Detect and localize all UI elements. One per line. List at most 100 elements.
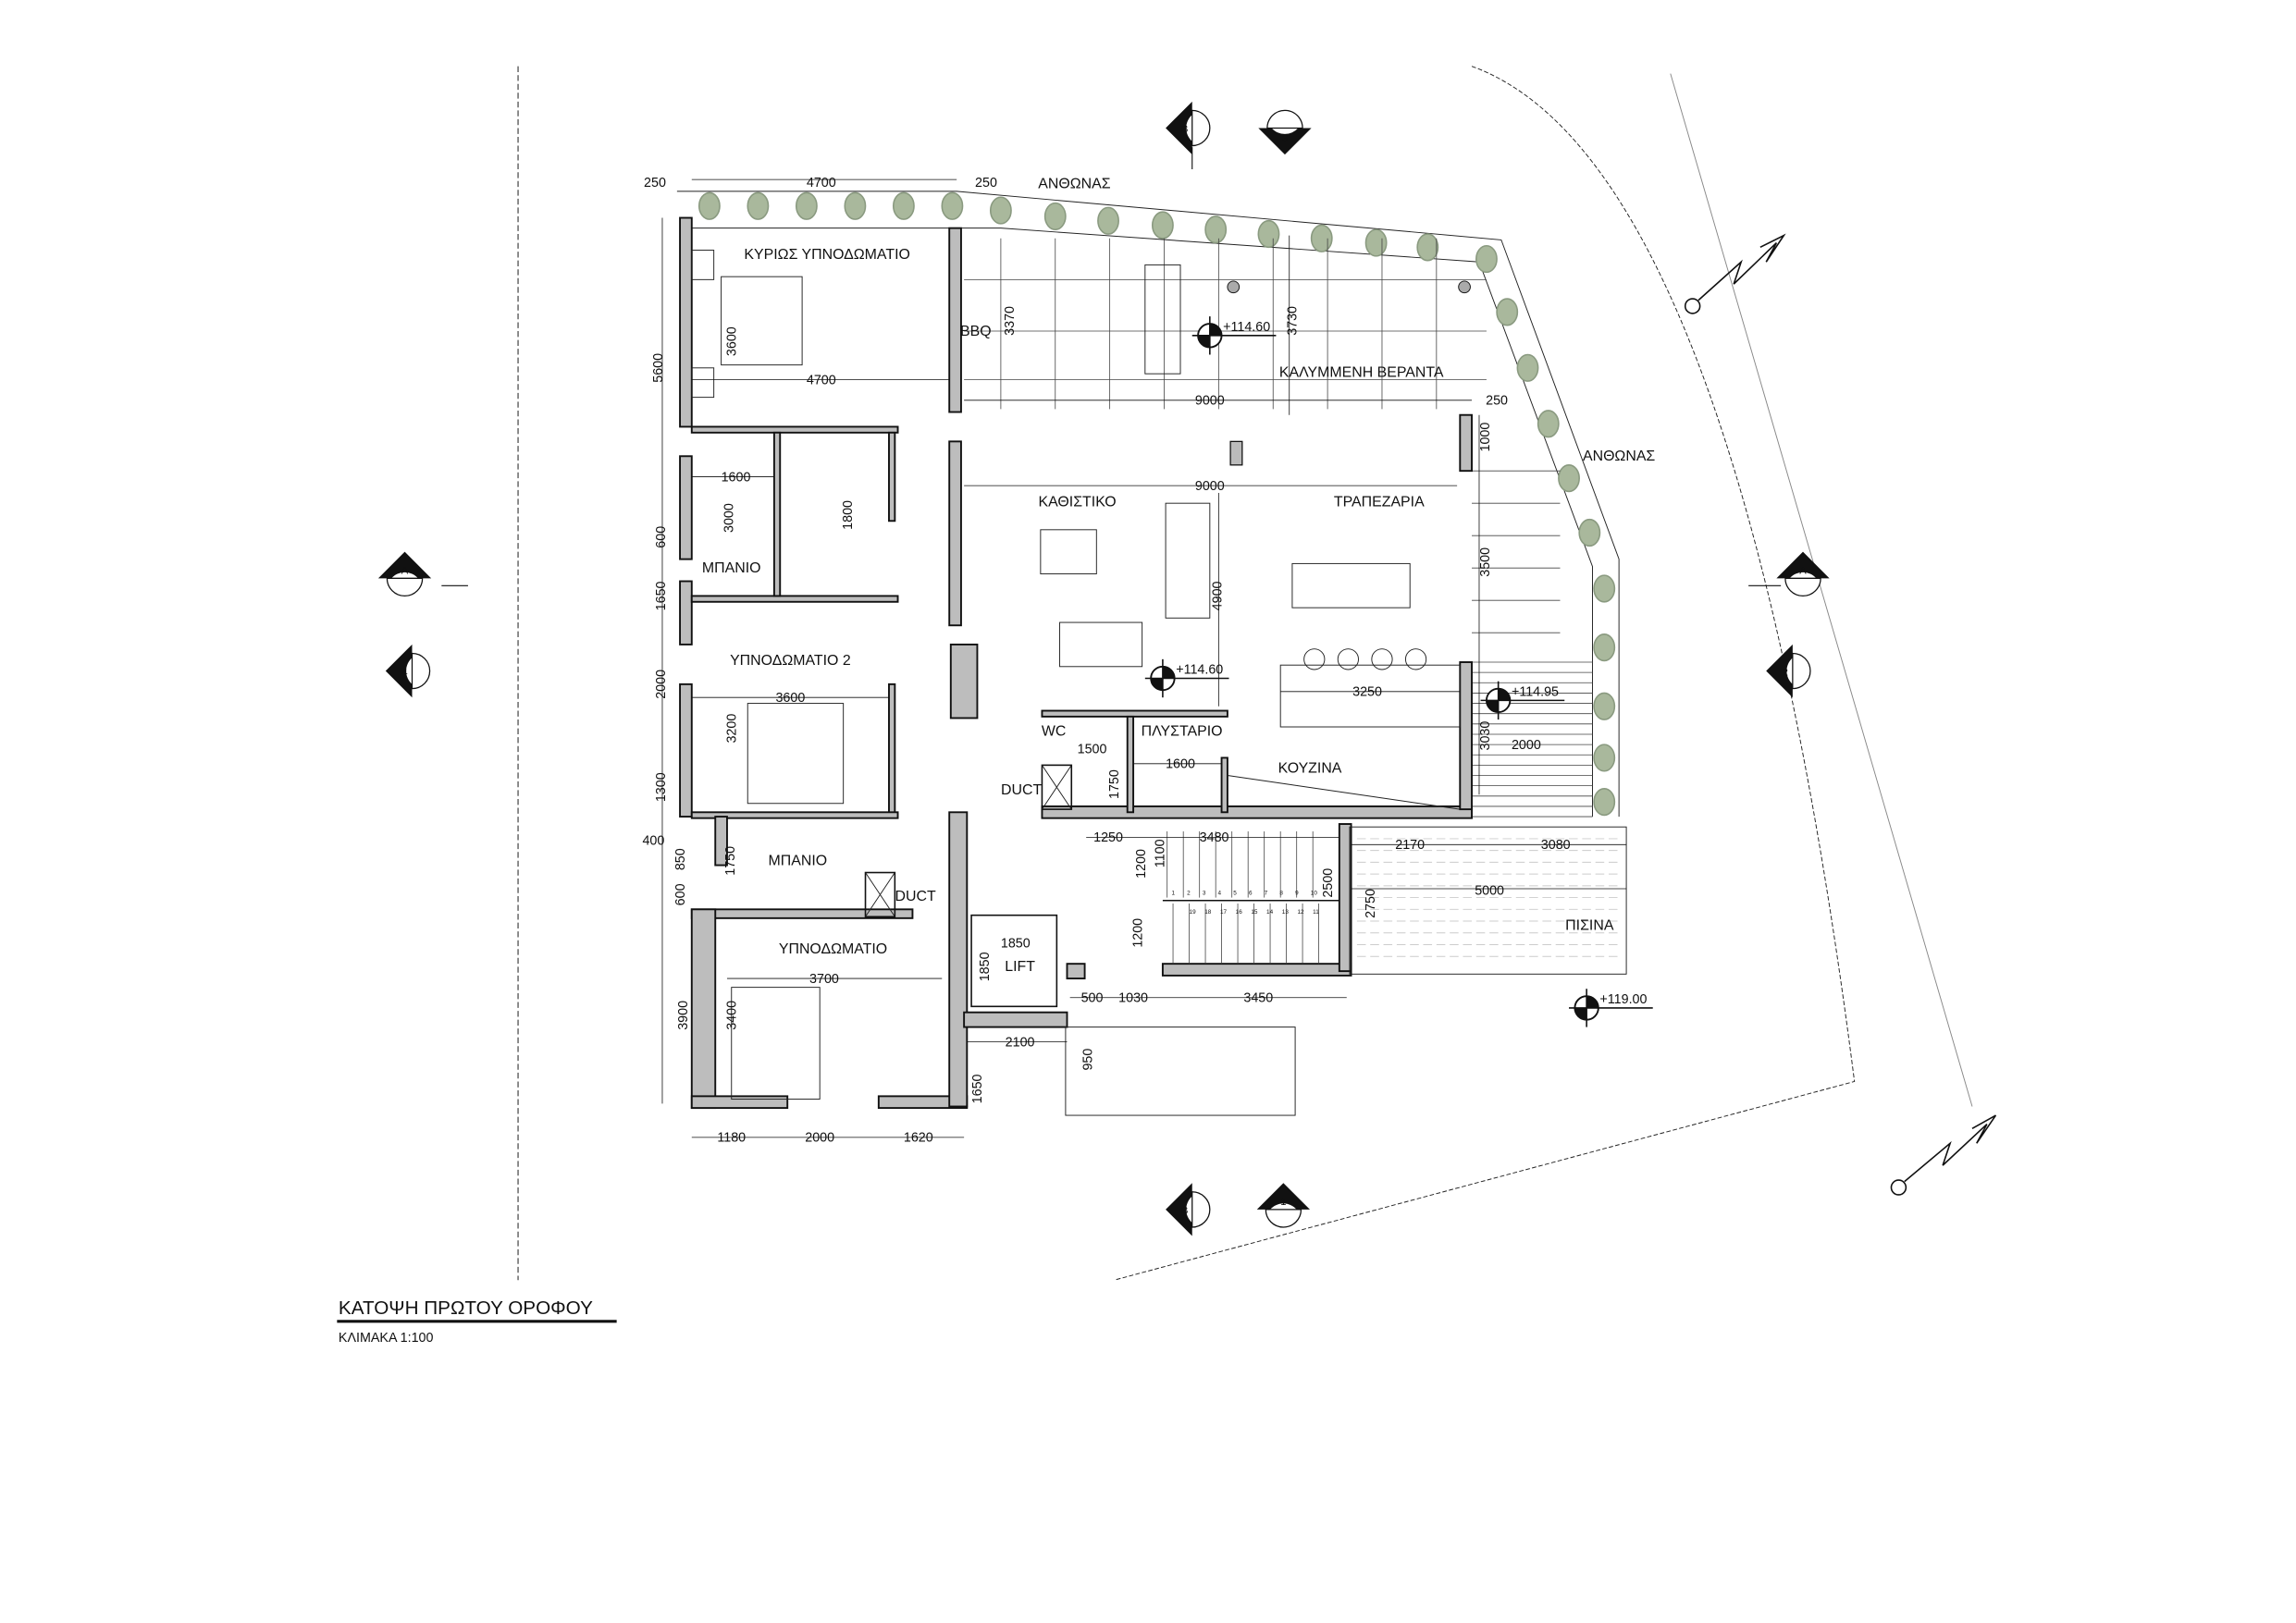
plant-icon <box>1364 228 1388 257</box>
north-arrow-icon <box>1684 233 1786 314</box>
dimension-label: 600 <box>654 526 669 548</box>
section-label: A <box>1799 566 1807 577</box>
dimension-label: 1200 <box>1134 849 1149 879</box>
section-marker-icon: 2 <box>1766 644 1811 698</box>
dimension-label: 1200 <box>1131 918 1146 948</box>
room-label-bbq: BBQ <box>960 324 992 339</box>
dimension-label: 3600 <box>775 691 805 706</box>
dimension-label: 1650 <box>654 581 669 610</box>
plant-icon <box>1593 633 1616 662</box>
dimension-label: 2100 <box>1006 1035 1035 1050</box>
plant-icon <box>1475 244 1498 274</box>
dimension-label: 1180 <box>717 1131 746 1146</box>
room-label-duct-2: DUCT <box>895 889 936 904</box>
level-marker-icon: +114.95 <box>1480 681 1565 720</box>
stair-number: 16 <box>1236 909 1243 916</box>
plant-icon <box>941 191 964 220</box>
plant-icon <box>1151 211 1174 240</box>
room-label-dining-room: ΤΡΑΠΕΖΑΡΙΑ <box>1334 494 1425 510</box>
room-label-bedroom-2: ΥΠΝΟΔΩΜΑΤΙΟ 2 <box>730 653 851 669</box>
plant-icon <box>1593 788 1616 817</box>
plant-icon <box>1558 464 1580 493</box>
dimension-label: 2000 <box>1512 738 1541 753</box>
dimension-label: 4700 <box>807 176 836 191</box>
dimension-label: 5000 <box>1475 883 1504 898</box>
plants <box>697 191 1616 817</box>
dimension-label: 1650 <box>970 1074 985 1103</box>
north-arrow-icon <box>1890 1114 1997 1196</box>
dimension-label: 1850 <box>1001 937 1031 952</box>
section-label: 3 <box>1282 133 1288 144</box>
site-boundary <box>517 66 1973 1281</box>
plant-icon <box>795 191 818 220</box>
dimension-label: 3250 <box>1352 685 1382 700</box>
plant-icon <box>697 191 721 220</box>
section-label: A <box>401 566 409 577</box>
plant-icon <box>892 191 915 220</box>
section-label: 2 <box>1783 667 1788 678</box>
stair-number: 2 <box>1187 890 1191 896</box>
dimension-label: 600 <box>673 883 688 905</box>
level-marker-icon: +114.60 <box>1191 316 1277 355</box>
room-label-bathroom-2: ΜΠΑΝΙΟ <box>769 854 828 869</box>
plant-icon <box>1516 353 1539 382</box>
stair-number: 1 <box>1171 890 1175 896</box>
stair-number: 10 <box>1311 890 1318 896</box>
plant-icon <box>1593 574 1616 603</box>
dimension-label: 5600 <box>651 353 666 383</box>
dimension-label: 1800 <box>841 500 856 530</box>
section-label: 4 <box>401 667 407 678</box>
dimension-label: 400 <box>642 833 664 848</box>
interior-lines <box>691 250 1627 1116</box>
plant-icon <box>1204 215 1228 244</box>
section-marker-icon: 4 <box>385 644 431 698</box>
level-marker-icon: +119.00 <box>1569 989 1653 1027</box>
dimension-label: 3900 <box>676 1001 691 1030</box>
dimension-label: 3700 <box>809 972 839 987</box>
plant-icon <box>1593 692 1616 720</box>
pool <box>1356 838 1620 957</box>
room-label-kitchen: ΚΟΥΖΙΝΑ <box>1278 760 1342 776</box>
plant-icon <box>1043 202 1067 231</box>
veranda-tiles <box>964 238 1593 818</box>
stair-number: 17 <box>1220 909 1228 916</box>
dimension-label: 3730 <box>1286 306 1301 336</box>
plant-icon <box>989 196 1012 225</box>
plant-icon <box>1257 219 1280 249</box>
dimension-label: 1850 <box>978 952 993 981</box>
section-marker-icon: 3 <box>1258 109 1312 155</box>
level-value: +114.95 <box>1512 685 1559 700</box>
level-markers: +114.60 +114.60 +114.95 +119.00 <box>1144 316 1653 1027</box>
plant-icon <box>844 191 867 220</box>
stair-number: 4 <box>1218 890 1222 896</box>
section-marker-icon: B <box>1166 101 1211 155</box>
plant-icon <box>1578 518 1601 547</box>
dimension-label: 1030 <box>1118 991 1148 1006</box>
section-marker-icon: A <box>1776 551 1830 597</box>
dimension-label: 3600 <box>725 326 740 356</box>
room-label-lift: LIFT <box>1005 959 1035 975</box>
dimension-label: 1100 <box>1154 839 1168 867</box>
dimension-label: 1620 <box>904 1131 933 1146</box>
dimension-label: 2500 <box>1321 868 1336 898</box>
dimension-label: 1750 <box>1107 769 1122 799</box>
level-value: +114.60 <box>1176 663 1223 678</box>
dimension-label: 3370 <box>1003 306 1018 336</box>
dimension-label: 3200 <box>725 714 740 744</box>
drawing-scale: ΚΛΙΜΑΚΑ 1:100 <box>339 1331 434 1346</box>
dimension-label: 950 <box>1081 1049 1096 1071</box>
room-label-living-room: ΚΑΘΙΣΤΙΚΟ <box>1039 494 1117 510</box>
room-label-planter-right: ΑΝΘΩΝΑΣ <box>1583 449 1655 464</box>
room-label-duct-1: DUCT <box>1001 782 1042 798</box>
dimension-label: 9000 <box>1195 479 1225 494</box>
dimension-label: 2000 <box>805 1131 834 1146</box>
stair-number: 6 <box>1249 890 1253 896</box>
stair-number: 11 <box>1313 909 1319 916</box>
dimension-label: 3450 <box>1243 991 1273 1006</box>
dimension-label: 250 <box>644 176 666 191</box>
plant-icon <box>1496 298 1519 326</box>
dimension-label: 2750 <box>1364 889 1378 918</box>
dimension-label: 4900 <box>1211 581 1226 610</box>
